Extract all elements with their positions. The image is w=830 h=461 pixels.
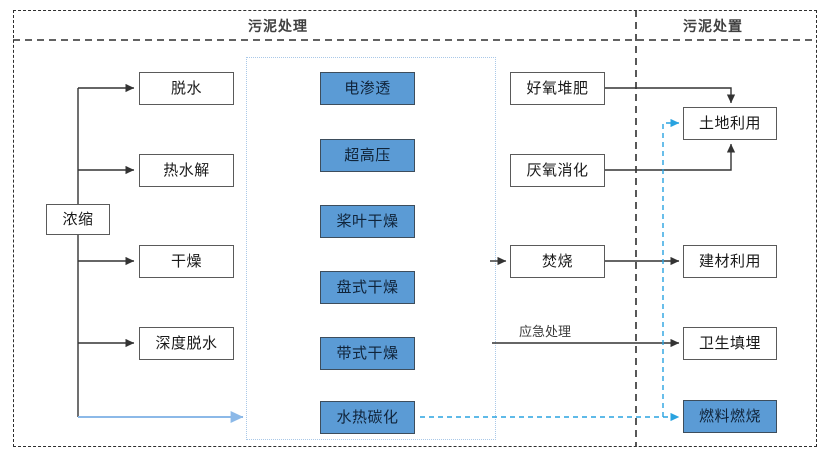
node-building-material-use[interactable]: 建材利用 [683,245,777,278]
node-incineration[interactable]: 焚烧 [510,245,605,278]
node-aerobic-composting[interactable]: 好氧堆肥 [510,72,605,105]
node-hydrothermal-carbonization[interactable]: 水热碳化 [320,401,415,434]
treatment-technology-group-box [246,57,496,440]
node-ultra-high-pressure[interactable]: 超高压 [320,139,415,172]
node-concentration[interactable]: 浓缩 [46,204,110,235]
node-deep-dewatering[interactable]: 深度脱水 [139,327,234,360]
node-dewatering[interactable]: 脱水 [139,72,234,105]
node-disc-drying[interactable]: 盘式干燥 [320,271,415,304]
node-sanitary-landfill[interactable]: 卫生填埋 [683,327,777,360]
node-thermal-hydrolysis[interactable]: 热水解 [139,154,234,187]
node-anaerobic-digestion[interactable]: 厌氧消化 [510,154,605,187]
node-fuel-combustion[interactable]: 燃料燃烧 [683,400,777,433]
outer-dashed-frame [13,10,817,447]
zone-title-sludge-treatment: 污泥处理 [248,18,308,34]
node-drying[interactable]: 干燥 [139,245,234,278]
node-electro-osmosis[interactable]: 电渗透 [320,72,415,105]
node-paddle-drying[interactable]: 桨叶干燥 [320,205,415,238]
edge-label-emergency-treatment: 应急处理 [519,324,572,339]
zone-title-sludge-disposal: 污泥处置 [683,18,743,34]
node-land-use[interactable]: 土地利用 [683,107,777,140]
node-belt-drying[interactable]: 带式干燥 [320,337,415,370]
